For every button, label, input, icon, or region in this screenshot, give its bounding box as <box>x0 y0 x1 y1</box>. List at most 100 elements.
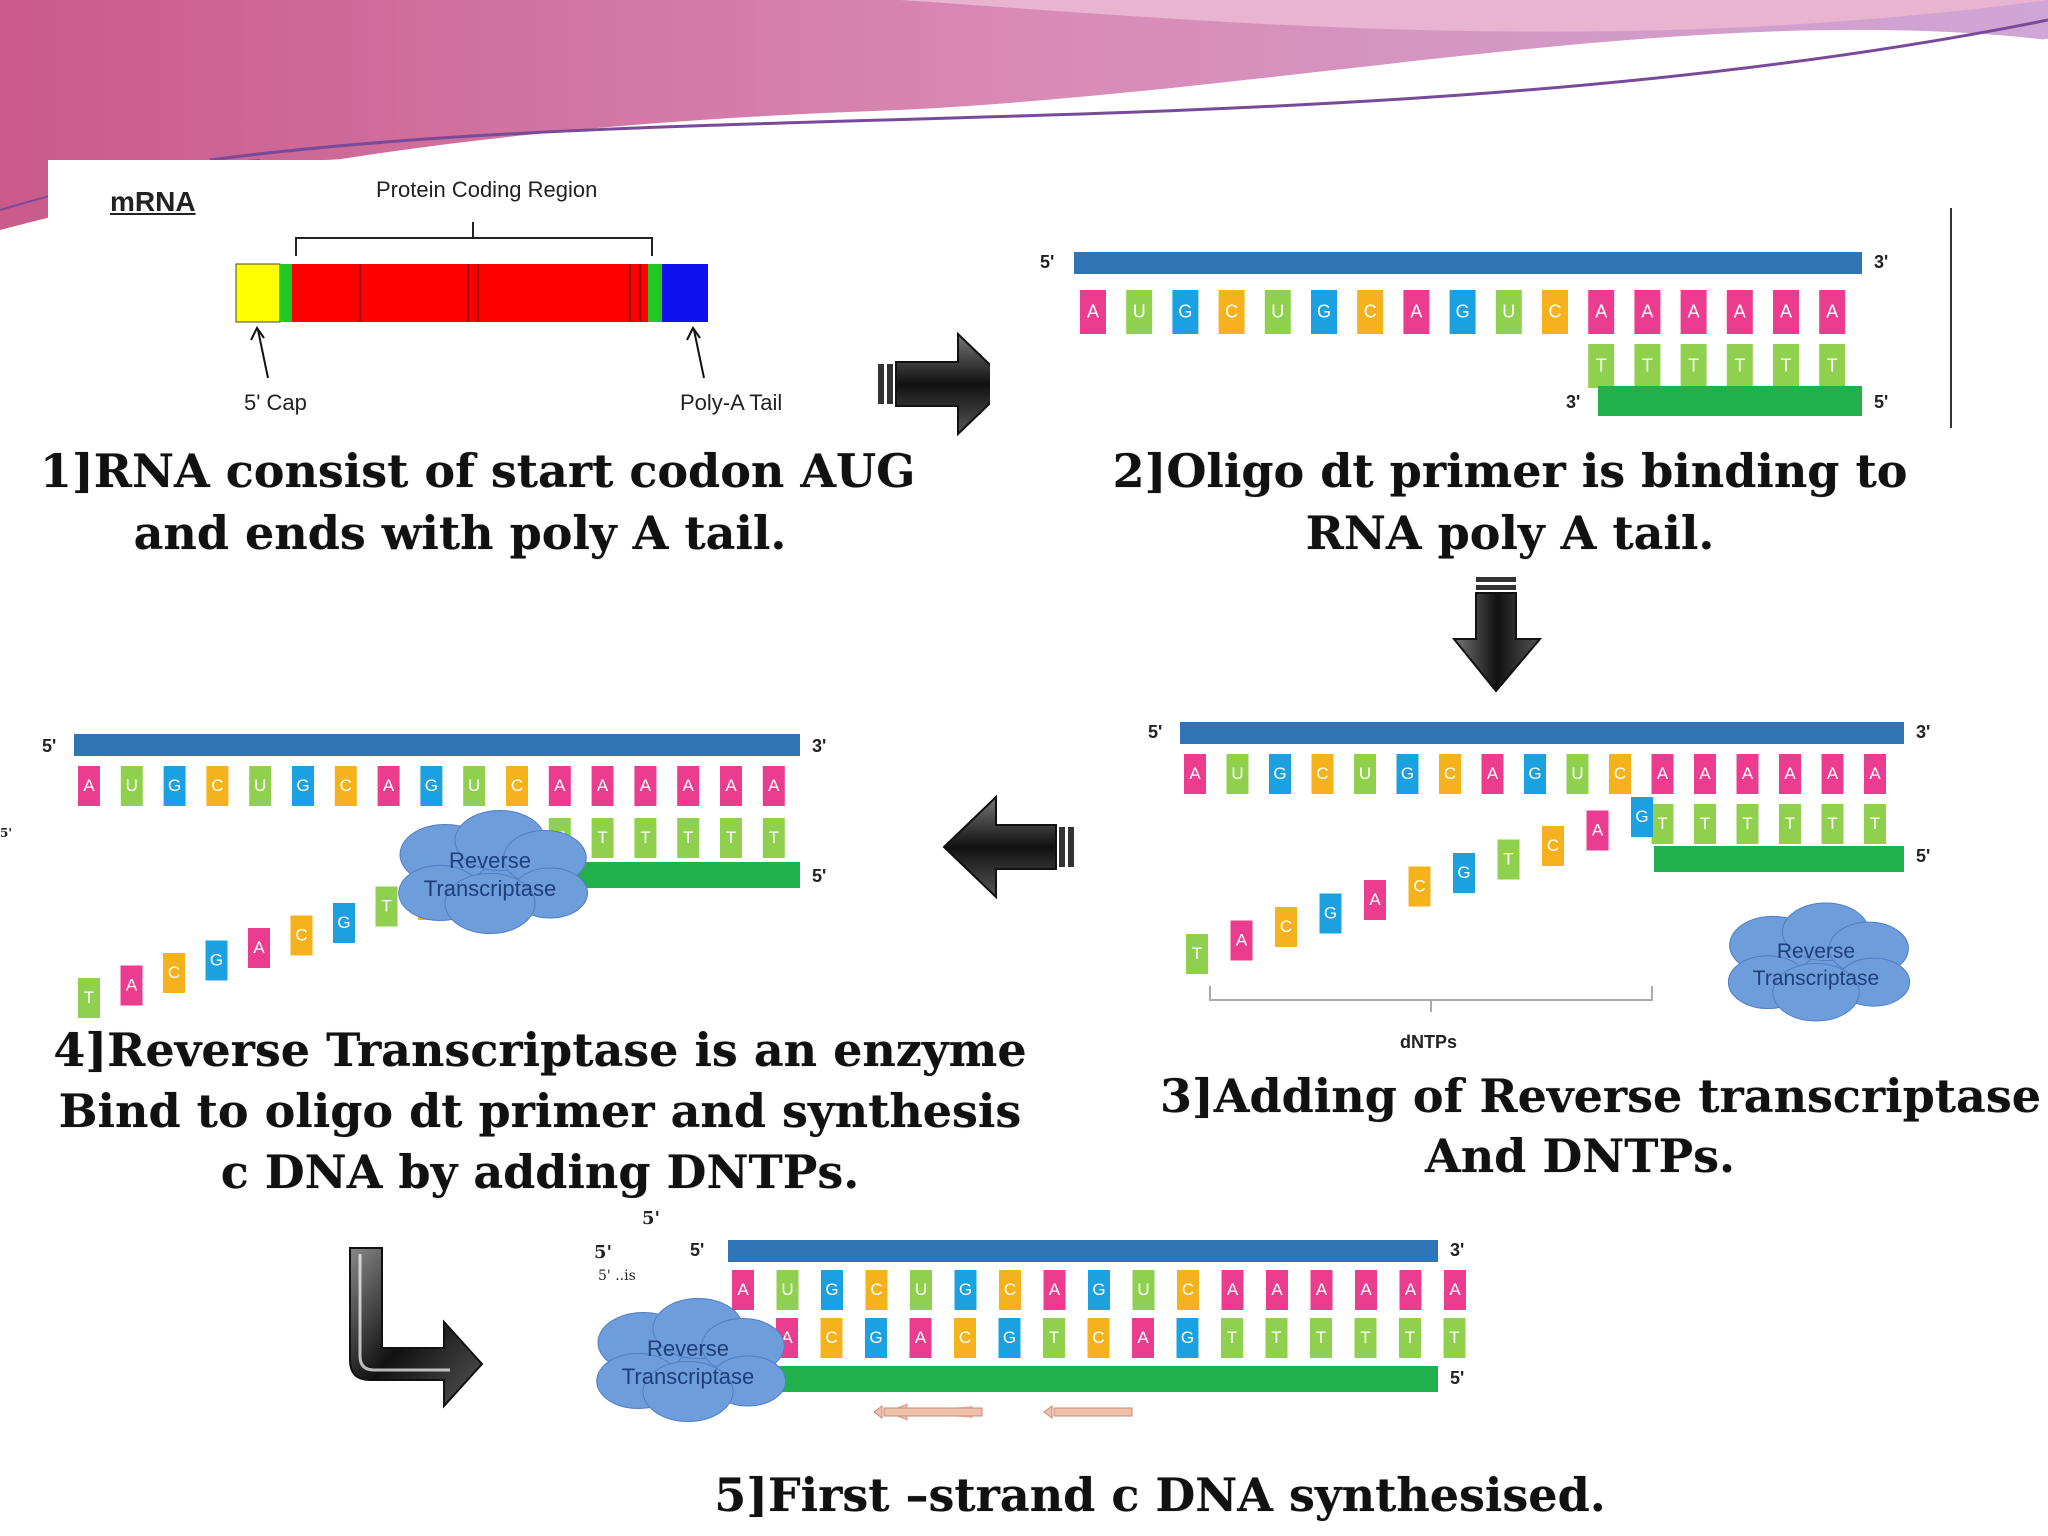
step5-caption: 5]First –strand c DNA synthesised. <box>660 1464 1660 1526</box>
base-letter: A <box>768 776 780 795</box>
base-letter: A <box>1087 301 1099 321</box>
base-letter: A <box>1487 764 1499 783</box>
base-letter: A <box>1369 890 1381 909</box>
down-arrow-icon <box>1452 577 1542 693</box>
base-letter: T <box>1870 814 1880 833</box>
base-t <box>1265 1318 1288 1358</box>
base-t <box>1310 1318 1332 1358</box>
base-letter: A <box>1360 1280 1372 1299</box>
base-u <box>910 1270 932 1310</box>
base-letter: A <box>737 1280 749 1299</box>
base-letter: U <box>1271 301 1284 321</box>
base-t <box>1819 344 1846 388</box>
five-cap-label: 5' Cap <box>244 390 307 415</box>
base-letter: G <box>425 776 438 795</box>
base-letter: A <box>1449 1280 1461 1299</box>
base-letter: T <box>1700 814 1710 833</box>
base-c <box>1177 1270 1199 1310</box>
base-c <box>206 766 229 806</box>
enzyme-label: Transcriptase <box>1753 967 1879 990</box>
base-a <box>591 766 614 806</box>
five-cap-segment <box>235 263 281 323</box>
base-letter: T <box>683 828 693 847</box>
base-c <box>820 1318 843 1358</box>
base-letter: A <box>1410 301 1422 321</box>
base-letter: C <box>1092 1328 1104 1347</box>
base-a <box>720 766 742 806</box>
base-u <box>249 766 272 806</box>
base-letter: G <box>1092 1280 1105 1299</box>
base-a <box>1651 754 1674 794</box>
enzyme-label: Reverse <box>1777 940 1855 963</box>
step1-caption-line1: 1]RNA consist of start codon AUG <box>40 444 916 498</box>
enzyme-label: Reverse <box>449 848 531 873</box>
base-t <box>591 818 614 858</box>
base-c <box>999 1270 1021 1310</box>
dntps-bracket <box>1209 986 1653 1012</box>
base-letter: T <box>597 828 607 847</box>
base-c <box>1275 907 1297 947</box>
base-g <box>420 766 443 806</box>
dntps-label: dNTPs <box>1400 1032 1457 1052</box>
step2-caption-line2: RNA poly A tail. <box>1305 506 1715 560</box>
base-a <box>762 766 785 806</box>
base-letter: A <box>1049 1280 1061 1299</box>
base-letter: T <box>1503 849 1513 868</box>
base-letter: A <box>1742 764 1754 783</box>
cdna-synthesis-panel: 5'3'AUGCUGCAGUCAAAAAATTTTTT5'TACGACGTCRe… <box>0 708 860 1038</box>
base-g <box>1453 853 1475 893</box>
base-letter: A <box>1784 764 1796 783</box>
base-letter: C <box>1413 876 1425 895</box>
base-a <box>377 766 400 806</box>
strand-end-label: 3' <box>812 736 826 756</box>
base-u <box>1132 1270 1155 1310</box>
base-letter: U <box>1137 1280 1149 1299</box>
base-letter: T <box>1227 1328 1237 1347</box>
base-letter: C <box>1614 764 1626 783</box>
base-letter: T <box>1405 1328 1415 1347</box>
base-letter: A <box>1826 301 1838 321</box>
base-t <box>1221 1318 1243 1358</box>
base-g <box>821 1270 843 1310</box>
base-letter: C <box>1182 1280 1194 1299</box>
mrna-title: mRNA <box>110 186 196 217</box>
base-g <box>1311 290 1337 334</box>
base-g <box>1524 754 1546 794</box>
base-c <box>163 953 185 993</box>
base-a <box>1821 754 1844 794</box>
base-letter: T <box>1734 355 1745 375</box>
base-letter: A <box>597 776 609 795</box>
step2-caption-line1: 2]Oligo dt primer is binding to <box>1112 444 1908 498</box>
base-u <box>120 766 143 806</box>
step1-caption: 1]RNA consist of start codon AUG and end… <box>40 440 916 564</box>
strand-end-label: 3' <box>1874 252 1888 272</box>
base-letter: C <box>870 1280 882 1299</box>
mrna-panel: mRNA Protein Coding Region 5' Cap Poly-A… <box>48 160 923 418</box>
strand-end-label: 5' <box>812 866 826 886</box>
start-codon-segment <box>280 264 292 322</box>
base-letter: G <box>1635 807 1648 826</box>
base-a <box>1481 754 1504 794</box>
base-a <box>732 1270 754 1310</box>
base-letter: A <box>1405 1280 1417 1299</box>
base-letter: G <box>959 1280 972 1299</box>
base-c <box>290 915 313 956</box>
stray-five-label: 5' <box>0 826 13 840</box>
base-c <box>1087 1318 1110 1358</box>
stray-label-a: 5' <box>642 1208 661 1229</box>
base-a <box>1184 754 1206 794</box>
step3-caption: 3]Adding of Reverse transcriptase And DN… <box>1160 1066 2041 1186</box>
base-letter: T <box>1360 1328 1370 1347</box>
base-letter: A <box>683 776 695 795</box>
base-letter: G <box>1528 764 1541 783</box>
base-a <box>1588 290 1615 334</box>
base-letter: A <box>1734 301 1746 321</box>
base-u <box>463 766 486 806</box>
base-letter: A <box>1641 301 1653 321</box>
base-letter: G <box>1401 764 1414 783</box>
base-c <box>1439 754 1461 794</box>
base-letter: A <box>554 776 566 795</box>
base-letter: T <box>1596 355 1607 375</box>
base-c <box>334 766 357 806</box>
